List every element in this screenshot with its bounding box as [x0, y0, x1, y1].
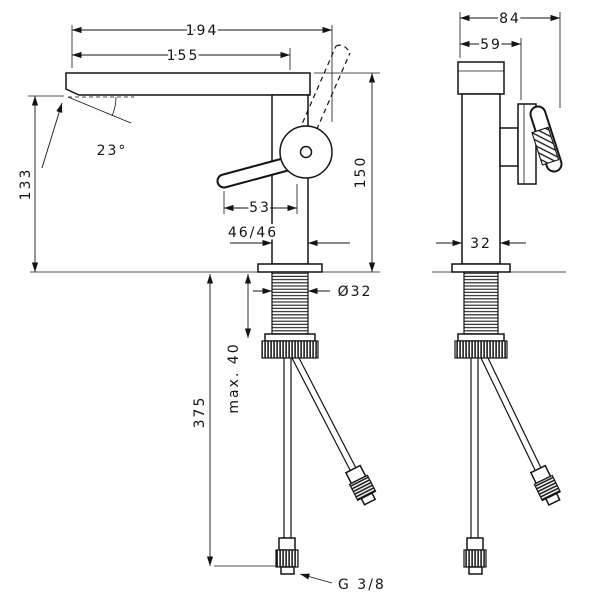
dim-shank-diameter: Ø32: [253, 282, 373, 303]
dim-label-194: 194: [186, 23, 219, 39]
dim-label-155: 155: [167, 48, 200, 64]
side-view: 84 59 32: [432, 9, 566, 575]
supply-hose-angled-front: [291, 357, 377, 506]
handle-raised-dashed: [298, 44, 351, 139]
handle-stem: [499, 127, 519, 167]
dim-height-above-deck: 150: [314, 72, 380, 272]
handle-lever-side: [529, 105, 563, 173]
front-view: 194 155 23° 133 53: [16, 21, 387, 596]
spout-section-side: [457, 61, 505, 95]
dim-label-150: 150: [353, 156, 369, 189]
dim-base-footprint: 46/46: [225, 223, 350, 247]
dim-max-deck-thickness: max. 40: [224, 274, 252, 416]
mounting-nut-front: [261, 340, 319, 359]
dim-label-max40: max. 40: [226, 342, 242, 413]
dim-label-375: 375: [192, 396, 208, 429]
escutcheon-side: [451, 263, 511, 273]
dim-label-dia32: Ø32: [338, 284, 373, 300]
supply-hose-straight-side: [463, 358, 487, 575]
dim-outlet-height: 133: [16, 95, 64, 272]
dim-aerator-angle: 23°: [41, 96, 134, 169]
dim-label-46-46: 46/46: [228, 225, 278, 241]
dim-connection-thread: G 3/8: [299, 573, 386, 596]
dim-body-width: 32: [436, 234, 526, 255]
dim-spout-reach-aerator: 155: [72, 46, 291, 70]
threaded-shank-front: [271, 271, 309, 335]
supply-hose-straight-front: [275, 358, 299, 575]
faucet-body-side: [461, 93, 501, 265]
mounting-nut-side: [454, 340, 508, 359]
washer-side: [457, 333, 505, 342]
dim-label-53: 53: [249, 200, 271, 216]
handle-side: [499, 103, 563, 185]
dim-spout-reach-overall: 194: [71, 21, 333, 122]
dim-label-23deg: 23°: [97, 143, 128, 159]
escutcheon-front: [257, 263, 323, 273]
dim-label-32: 32: [470, 236, 492, 252]
handle-grip-hatch: [531, 126, 560, 166]
dim-overall-depth: 84: [459, 9, 561, 108]
dim-hose-length: 375: [190, 274, 278, 567]
handle-pivot-hub: [299, 145, 313, 159]
dim-label-133: 133: [18, 168, 34, 201]
dim-body-depth: 59: [460, 35, 522, 100]
dim-label-g38: G 3/8: [338, 577, 386, 593]
washer-front: [264, 333, 316, 342]
dim-handle-projection: 53: [223, 184, 298, 219]
threaded-shank-side: [463, 271, 499, 335]
dim-label-59: 59: [480, 37, 502, 53]
supply-hose-angled-side: [480, 357, 562, 506]
spout: [65, 72, 311, 96]
dim-label-84: 84: [499, 11, 521, 27]
